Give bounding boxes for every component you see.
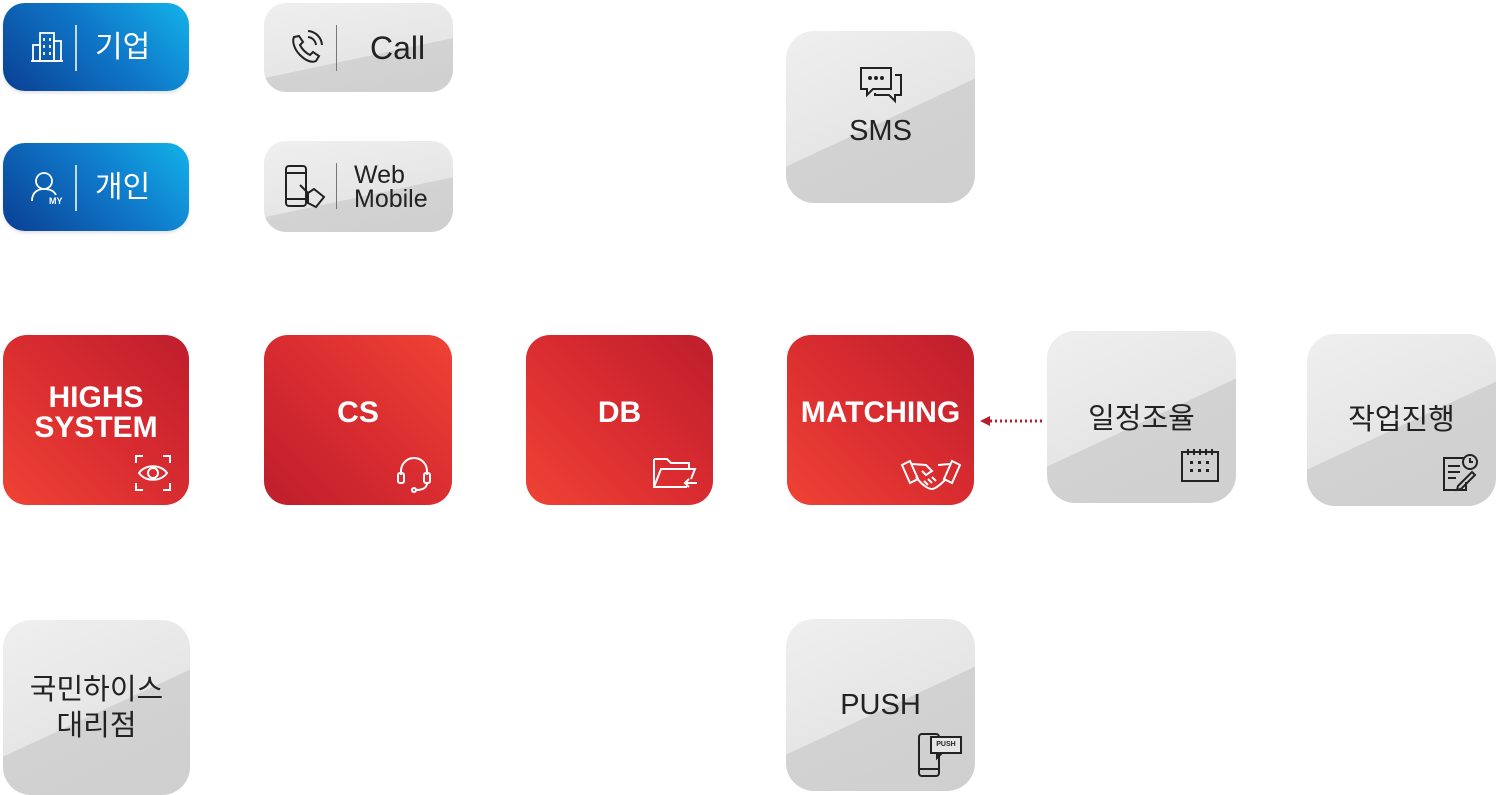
- mobile-touch-icon: [284, 163, 326, 209]
- matching-title: MATCHING: [800, 396, 961, 429]
- document-clock-icon: [1440, 452, 1480, 492]
- headset-icon: [394, 453, 434, 493]
- corporate-label: 기업: [95, 31, 151, 64]
- schedule-label: 일정조율: [1088, 403, 1195, 435]
- system-label: SYSTEM: [34, 411, 158, 444]
- cs-block[interactable]: CS: [264, 335, 452, 505]
- db-block[interactable]: DB: [526, 335, 713, 505]
- push-badge: PUSH: [936, 741, 956, 748]
- work-block[interactable]: 작업진행: [1307, 334, 1496, 506]
- phone-call-icon: [286, 27, 323, 63]
- eye-scan-icon: [133, 453, 173, 493]
- channel-personal[interactable]: MY 개인: [3, 143, 189, 231]
- phone-push-icon: PUSH: [917, 731, 963, 779]
- work-label: 작업진행: [1348, 404, 1455, 436]
- sms-label: SMS: [849, 115, 912, 147]
- separator: [336, 25, 337, 71]
- agency-block[interactable]: 국민하이스 대리점: [3, 620, 190, 795]
- push-label: PUSH: [840, 689, 921, 721]
- mobile-label: Mobile: [354, 185, 428, 213]
- web-label: Web: [354, 161, 405, 189]
- highs-system-title: HIGHS SYSTEM: [3, 335, 189, 491]
- schedule-to-matching-arrow: [980, 416, 1042, 426]
- web-mobile-label: Web Mobile: [354, 161, 428, 213]
- cs-title: CS: [337, 396, 379, 429]
- notify-push[interactable]: PUSH PUSH: [786, 619, 975, 791]
- building-icon: [29, 29, 65, 65]
- agency-label: 국민하이스 대리점: [3, 672, 190, 744]
- handshake-icon: [900, 455, 962, 495]
- highs-system-block[interactable]: HIGHS SYSTEM: [3, 335, 189, 505]
- agency-line1: 국민하이스: [29, 674, 164, 706]
- notify-sms[interactable]: SMS: [786, 31, 975, 203]
- personal-label: 개인: [95, 171, 151, 204]
- schedule-block[interactable]: 일정조율: [1047, 331, 1236, 503]
- separator: [336, 163, 337, 209]
- svg-text:MY: MY: [49, 196, 63, 205]
- channel-call[interactable]: Call: [264, 3, 453, 92]
- channel-web-mobile[interactable]: Web Mobile: [264, 141, 453, 232]
- separator: [75, 165, 77, 211]
- db-title: DB: [597, 396, 642, 429]
- calendar-icon: [1180, 447, 1220, 487]
- matching-block[interactable]: MATCHING: [787, 335, 974, 505]
- highs-label: HIGHS: [48, 381, 144, 414]
- channel-corporate[interactable]: 기업: [3, 3, 189, 91]
- person-my-icon: MY: [29, 169, 65, 205]
- agency-line2: 대리점: [56, 710, 137, 742]
- call-label: Call: [370, 30, 426, 66]
- chat-bubbles-icon: [857, 65, 905, 105]
- separator: [75, 25, 77, 71]
- folder-icon: [651, 453, 699, 493]
